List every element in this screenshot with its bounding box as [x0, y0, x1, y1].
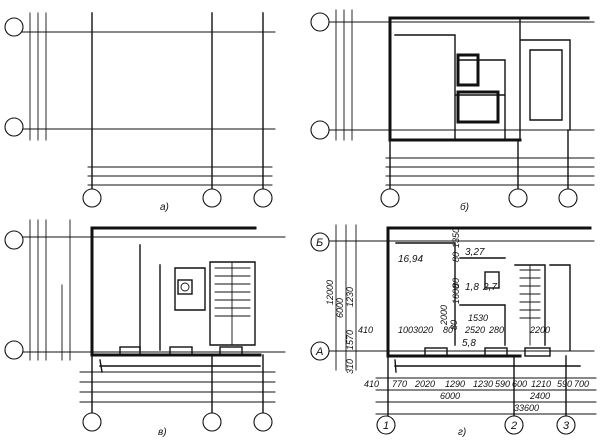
dim-2200: 2200: [529, 325, 550, 335]
window: [119, 346, 141, 356]
dim-6000: 6000: [440, 391, 460, 401]
panel-g: Б А 1 2 3 12000 6000 1230 410 1570 310 1…: [310, 224, 597, 438]
staircase: [214, 261, 251, 346]
axis-bubble: [4, 340, 24, 360]
axis-label: 3: [563, 420, 570, 432]
staircase: [519, 264, 541, 346]
window: [524, 347, 551, 357]
dim-1230: 1230: [345, 287, 355, 307]
partition-walls: [395, 242, 571, 351]
room-area: 1,8: [465, 282, 479, 293]
dim-vertical-total: 12000: [325, 280, 335, 305]
dim-2020: 2020: [414, 379, 435, 389]
window: [484, 347, 508, 357]
room-area: 5,8: [462, 338, 476, 349]
wall-block: [456, 90, 500, 124]
axis-bubble: [4, 117, 24, 137]
dim-3020: 3020: [413, 325, 433, 335]
window: [424, 347, 448, 357]
balcony: [394, 359, 581, 373]
axis-bubble: [253, 188, 273, 208]
panel-caption: г): [458, 427, 466, 438]
dim-280: 280: [488, 325, 504, 335]
axis-bubble: [202, 412, 222, 432]
dim-590: 590: [557, 379, 572, 389]
partition-walls: [139, 244, 256, 351]
panel-caption: в): [158, 427, 167, 438]
dim-33600: 33600: [514, 403, 539, 413]
axis-bubble-2: [504, 415, 524, 435]
dim-1350: 1350: [451, 228, 461, 248]
dim-310: 310: [345, 359, 355, 374]
axis-bubble: [202, 188, 222, 208]
axis-label: 2: [510, 420, 517, 432]
dim-100: 100: [398, 325, 413, 335]
axis-bubble: [4, 230, 24, 250]
room-area: 16,94: [398, 254, 423, 265]
room-area: 2,7: [482, 282, 497, 293]
dim-2000: 2000: [439, 305, 449, 326]
axis-label: 1: [383, 420, 389, 432]
partition-walls: [394, 19, 571, 141]
dim-80: 80: [451, 252, 461, 262]
axis-bubble: [310, 12, 330, 32]
axis-bubble: [558, 188, 578, 208]
room-area: 3,27: [465, 247, 485, 258]
dim-80: 80: [443, 325, 453, 335]
dim-80: 80: [449, 320, 459, 330]
dim-1210: 1210: [531, 379, 551, 389]
axis-label: Б: [316, 237, 323, 249]
axis-bubble-3: [556, 415, 576, 435]
panel-a: а): [4, 12, 276, 213]
dim-1600: 1600: [451, 284, 461, 304]
axis-bubble: [310, 120, 330, 140]
dim-1290: 1290: [445, 379, 465, 389]
axis-bubble: [82, 412, 102, 432]
dim-600: 600: [512, 379, 527, 389]
dim-1570: 1570: [345, 330, 355, 350]
panel-caption: б): [460, 201, 469, 213]
axis-bubble: [4, 17, 24, 37]
axis-bubble: [82, 188, 102, 208]
dim-700: 700: [574, 379, 589, 389]
window: [169, 346, 193, 356]
dim-2520: 2520: [464, 325, 485, 335]
panel-v: в): [4, 219, 286, 438]
dim-410: 410: [364, 379, 379, 389]
wall-block: [456, 53, 480, 87]
dim-770: 770: [392, 379, 407, 389]
axis-label: А: [315, 346, 323, 358]
dim-2400: 2400: [529, 391, 550, 401]
axis-bubble: [508, 188, 528, 208]
axis-bubble: [253, 412, 273, 432]
window: [219, 346, 243, 356]
axis-bubble-a: [310, 341, 330, 361]
dim-1530: 1530: [468, 313, 488, 323]
dim-vertical-upper: 6000: [335, 298, 345, 318]
fixture: [484, 271, 500, 289]
balcony: [99, 359, 261, 373]
dim-590: 590: [495, 379, 510, 389]
panel-b: б): [310, 9, 595, 213]
dim-1230: 1230: [473, 379, 493, 389]
axis-bubble-b: [310, 232, 330, 252]
panel-caption: а): [160, 202, 169, 213]
fixture: [180, 282, 190, 292]
fixture: [177, 279, 193, 295]
axis-bubble: [380, 188, 400, 208]
dim-80: 80: [451, 278, 461, 288]
dim-410: 410: [358, 325, 373, 335]
axis-bubble-1: [376, 415, 396, 435]
exterior-wall: [90, 226, 262, 357]
